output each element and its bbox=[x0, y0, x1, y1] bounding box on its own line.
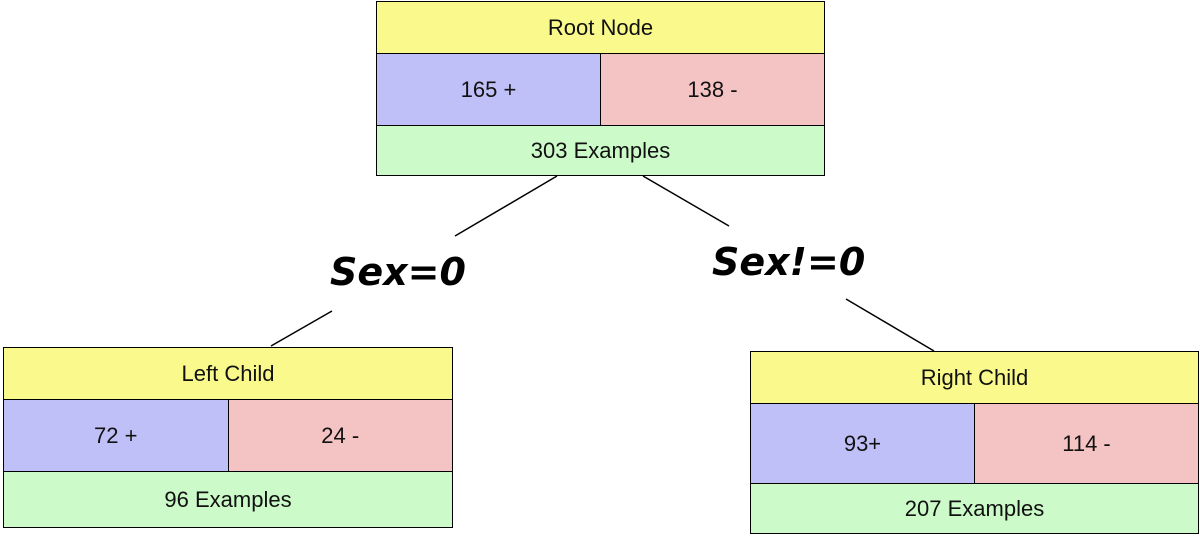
right-child-node: Right Child 93+ 114 - 207 Examples bbox=[750, 351, 1199, 534]
right-child-positive-count: 93+ bbox=[751, 404, 975, 483]
right-child-counts: 93+ 114 - bbox=[751, 404, 1198, 484]
root-positive-count: 165 + bbox=[377, 54, 601, 125]
connector-right-label-to-right-child bbox=[845, 298, 935, 352]
root-negative-count: 138 - bbox=[601, 54, 824, 125]
split-label-left: Sex=0 bbox=[330, 250, 466, 294]
root-node-counts: 165 + 138 - bbox=[377, 54, 824, 126]
connector-root-to-left-label bbox=[454, 175, 558, 237]
right-child-examples-count: 207 Examples bbox=[751, 484, 1198, 533]
connector-left-label-to-left-child bbox=[270, 310, 333, 347]
right-child-negative-count: 114 - bbox=[975, 404, 1198, 483]
left-child-examples-count: 96 Examples bbox=[4, 472, 452, 527]
left-child-title: Left Child bbox=[4, 348, 452, 400]
left-child-positive-count: 72 + bbox=[4, 400, 229, 471]
split-label-right: Sex!=0 bbox=[712, 240, 866, 284]
left-child-counts: 72 + 24 - bbox=[4, 400, 452, 472]
left-child-negative-count: 24 - bbox=[228, 400, 452, 471]
connector-root-to-right-label bbox=[642, 175, 730, 227]
right-child-title: Right Child bbox=[751, 352, 1198, 404]
left-child-node: Left Child 72 + 24 - 96 Examples bbox=[3, 347, 453, 528]
root-node: Root Node 165 + 138 - 303 Examples bbox=[376, 1, 825, 176]
root-node-title: Root Node bbox=[377, 2, 824, 54]
root-examples-count: 303 Examples bbox=[377, 126, 824, 175]
